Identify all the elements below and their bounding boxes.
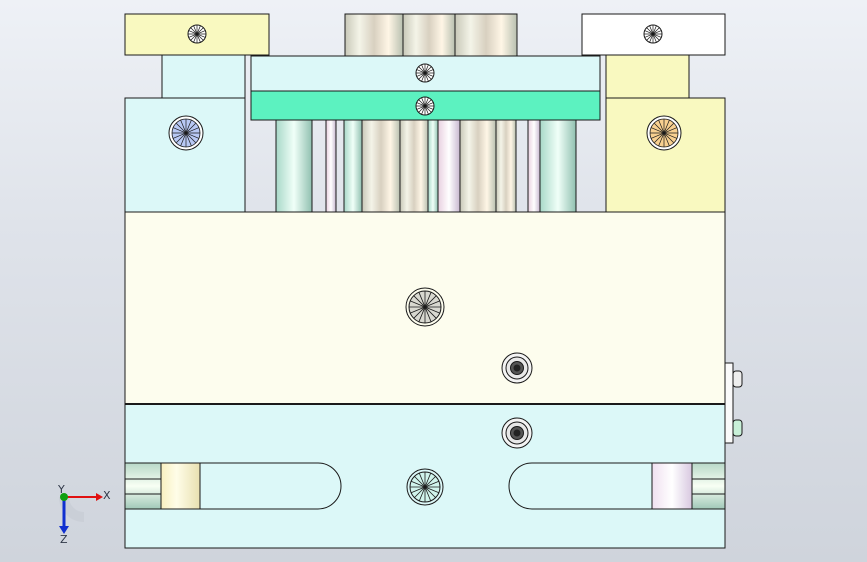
screw-head-icon [646, 115, 682, 151]
y-axis-dot [60, 493, 68, 501]
screw-head-icon [405, 287, 445, 327]
screw-head-icon [187, 24, 207, 44]
screw-head-icon [643, 24, 663, 44]
y-axis-label: Y [57, 483, 65, 496]
socket-bolt-icon [501, 417, 533, 449]
left-spacer-block[interactable] [124, 97, 246, 213]
right-slider-slot[interactable] [508, 462, 726, 510]
socket-bolt-icon [501, 352, 533, 384]
screw-head-icon [406, 468, 444, 506]
screw-head-icon [168, 115, 204, 151]
z-axis-label: Z [60, 533, 68, 546]
screw-head-icon [415, 96, 435, 116]
side-guide-pins[interactable] [724, 362, 743, 444]
screw-head-icon [415, 63, 435, 83]
top-cylinder-group[interactable] [344, 13, 518, 57]
ejector-pin-group[interactable] [275, 119, 577, 213]
right-spacer-block[interactable] [605, 97, 726, 213]
left-support-column[interactable] [161, 54, 246, 99]
x-axis-label: X [103, 489, 111, 502]
axis-triad: X Y Z [57, 483, 111, 546]
right-support-column[interactable] [605, 54, 690, 99]
left-slider-slot[interactable] [124, 462, 342, 510]
